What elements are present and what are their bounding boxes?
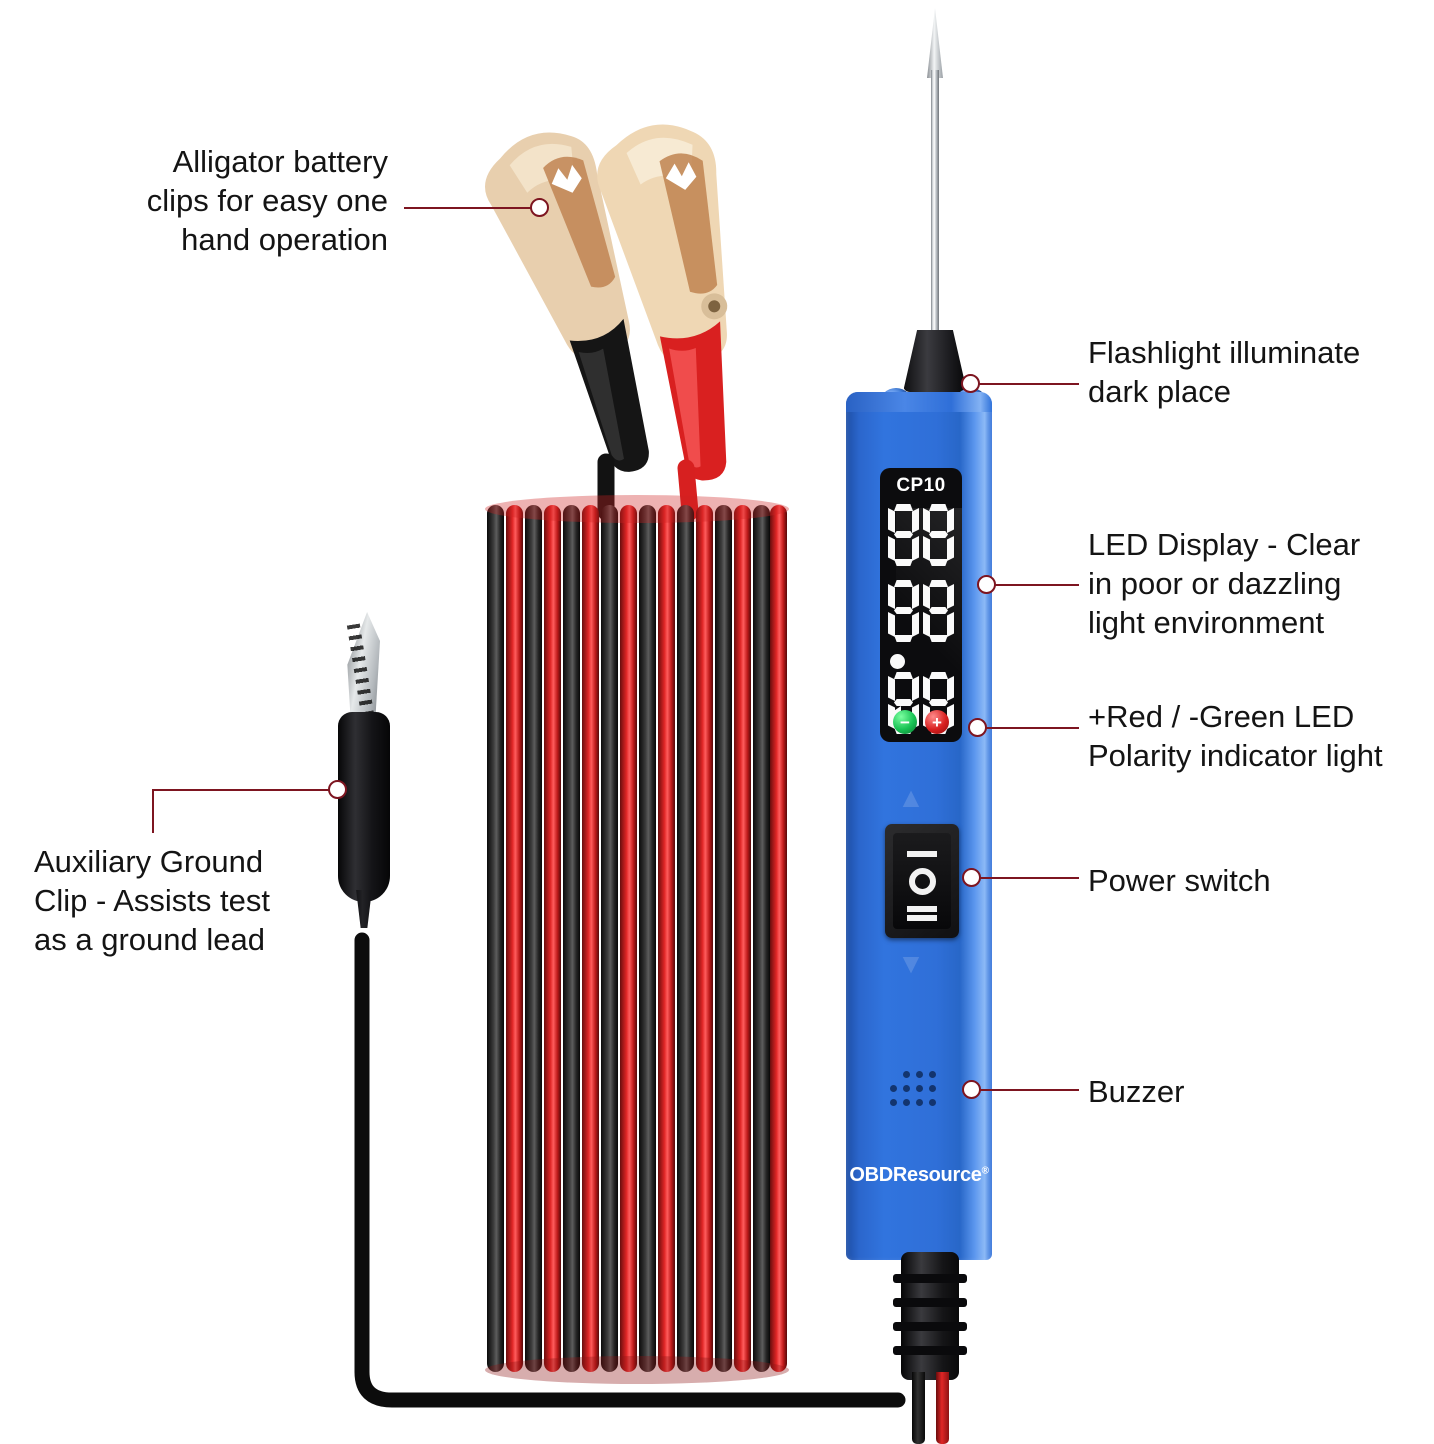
led-display-panel: CP10 − + <box>880 468 962 742</box>
leader-dot-power-switch <box>962 868 981 887</box>
device-body: CP10 − + ▲ ▼ <box>846 392 992 1260</box>
digit-row-1 <box>886 504 956 566</box>
leader-dot-led-display <box>977 575 996 594</box>
emboss-arrow-up: ▲ <box>897 782 925 813</box>
emboss-arrow-down: ▼ <box>897 948 925 979</box>
digit-row-2 <box>886 580 956 642</box>
power-switch[interactable] <box>885 824 959 938</box>
wire-coil <box>487 505 787 1372</box>
switch-circle-icon <box>908 867 936 895</box>
seven-segment-digit <box>923 504 954 566</box>
leader-dot-buzzer <box>962 1080 981 1099</box>
decimal-point-icon <box>890 654 905 669</box>
seven-segment-digit <box>923 580 954 642</box>
leader-dot-alligator-clips <box>530 198 549 217</box>
auxiliary-ground-clip <box>330 612 396 942</box>
seven-segment-digit <box>888 504 919 566</box>
polarity-indicators: − + <box>880 710 962 734</box>
leader-line-buzzer <box>980 1089 1079 1091</box>
annotation-power-switch: Power switch <box>1088 863 1271 898</box>
device-top-cap <box>846 392 992 412</box>
switch-double-bar-icon <box>907 905 937 912</box>
buzzer-grille-icon <box>890 1068 946 1116</box>
annotation-alligator-clips: Alligator battery clips for easy one han… <box>146 144 388 258</box>
leader-line-power-switch <box>980 877 1079 879</box>
seven-segment-digit <box>888 580 919 642</box>
probe-collar <box>903 330 967 392</box>
rocker-face[interactable] <box>893 833 951 929</box>
annotation-polarity: +Red / -Green LED Polarity indicator lig… <box>1088 699 1383 774</box>
output-wire-black <box>912 1372 925 1444</box>
leader-line-ground-clip-h <box>152 789 332 791</box>
leader-line-alligator-clips <box>404 207 532 209</box>
output-wire-red <box>936 1372 949 1444</box>
leader-dot-flashlight <box>961 374 980 393</box>
alligator-clip-black <box>485 132 649 472</box>
negative-polarity-led-icon: − <box>893 710 917 734</box>
leader-dot-ground-clip <box>328 780 347 799</box>
leader-line-flashlight <box>979 383 1079 385</box>
annotation-buzzer: Buzzer <box>1088 1074 1185 1109</box>
positive-polarity-led-icon: + <box>925 710 949 734</box>
annotation-flashlight: Flashlight illuminate dark place <box>1088 335 1361 410</box>
alligator-clip-red <box>597 124 728 481</box>
leader-line-polarity <box>986 727 1079 729</box>
brand-logo: OBDResource® <box>849 1164 989 1186</box>
annotation-ground-clip: Auxiliary Ground Clip - Assists test as … <box>34 844 270 958</box>
switch-bar-icon <box>907 850 937 857</box>
ground-clip-boot <box>338 712 390 902</box>
leader-line-led-display <box>995 584 1079 586</box>
cable-strain-relief <box>893 1252 967 1380</box>
leader-dot-polarity <box>968 718 987 737</box>
annotation-led-display: LED Display - Clear in poor or dazzling … <box>1088 527 1361 641</box>
probe-needle-icon <box>927 8 943 338</box>
leader-line-ground-clip-v <box>152 789 154 833</box>
model-label: CP10 <box>896 475 946 496</box>
